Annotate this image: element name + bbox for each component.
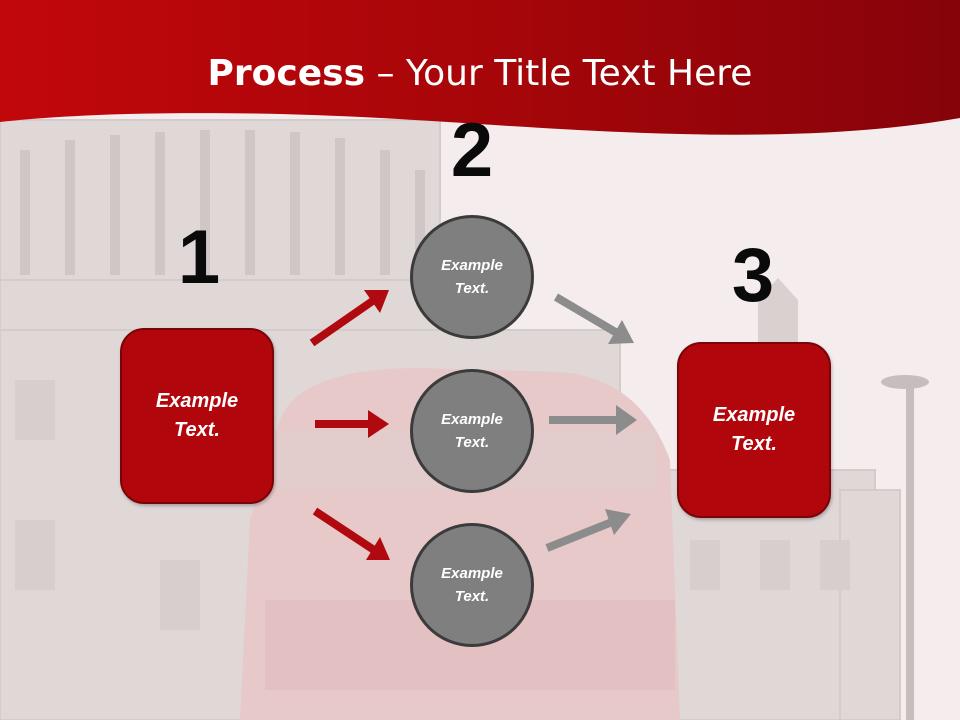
- step-number-2: 2: [450, 108, 494, 193]
- circle-top: Example Text.: [410, 215, 534, 339]
- circle-bottom-text: Example Text.: [441, 565, 503, 605]
- title-rest: – Your Title Text Here: [365, 53, 753, 94]
- red-arrow-up: [309, 290, 389, 347]
- step-3-text: Example Text.: [712, 404, 796, 455]
- circle-middle-text: Example Text.: [441, 411, 503, 451]
- title-bold: Process: [207, 53, 366, 94]
- step-3-box: Example Text.: [677, 342, 831, 518]
- circle-top-text: Example Text.: [441, 257, 503, 297]
- gray-arrow-right: [549, 405, 637, 435]
- slide-title: Process – Your Title Text Here: [0, 52, 960, 96]
- step-number-3: 3: [731, 233, 775, 318]
- circle-middle: Example Text.: [410, 369, 534, 493]
- step-number-1: 1: [177, 215, 221, 300]
- gray-arrow-up: [545, 509, 631, 552]
- red-arrow-down: [312, 507, 390, 560]
- red-arrow-right: [315, 410, 389, 438]
- circle-bottom: Example Text.: [410, 523, 534, 647]
- step-1-text: Example Text.: [155, 390, 239, 441]
- step-1-box: Example Text.: [120, 328, 274, 504]
- gray-arrow-down: [553, 293, 634, 344]
